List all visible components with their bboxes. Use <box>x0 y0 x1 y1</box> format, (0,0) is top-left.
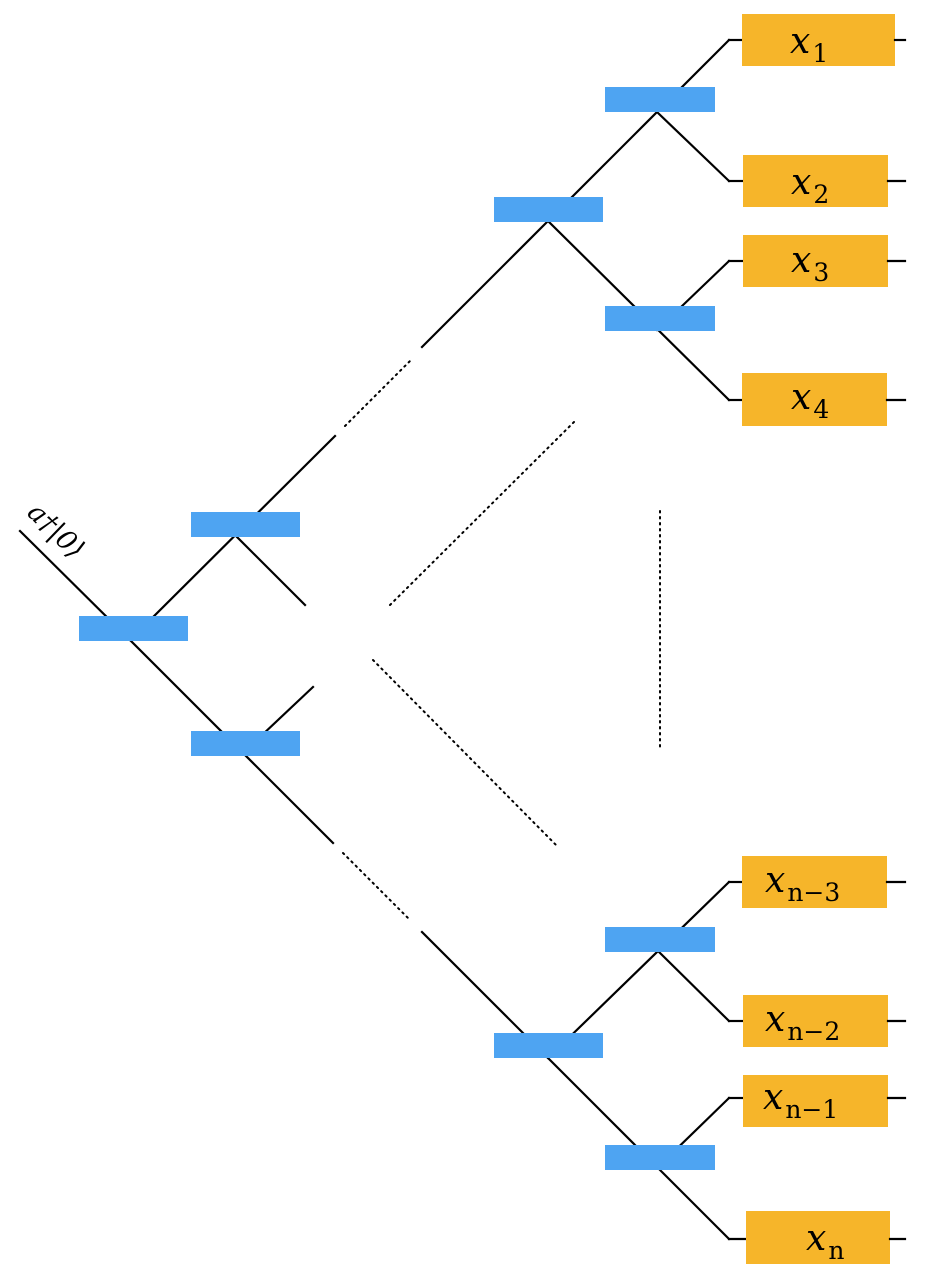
input-label: a†|0⟩ <box>21 497 90 565</box>
gate-level1-lower <box>191 731 300 756</box>
gate-root <box>79 616 188 641</box>
output-var: x <box>791 240 811 281</box>
interior-dots-lower-diagonal <box>372 659 559 848</box>
svg-text:x2: x2 <box>791 162 829 209</box>
output-x1: x1 <box>742 14 907 68</box>
output-x2: x2 <box>743 155 907 209</box>
svg-text:x1: x1 <box>790 21 828 68</box>
xn3-xn2-gate-branch <box>655 948 731 1023</box>
gate-level1-upper <box>191 512 300 537</box>
output-subscript: 3 <box>813 258 829 287</box>
output-xn-1: xn−1 <box>743 1075 907 1127</box>
output-var: x <box>765 860 785 901</box>
upper-subtree-stem <box>420 38 731 349</box>
output-subscript: 1 <box>812 39 828 68</box>
output-x4: x4 <box>742 373 907 426</box>
output-var: x <box>763 1077 783 1118</box>
output-subscript: n−3 <box>787 878 840 907</box>
output-var: x <box>791 377 811 418</box>
svg-text:xn−1: xn−1 <box>763 1077 838 1124</box>
gate-x3-x4 <box>605 306 715 331</box>
output-xn-2: xn−2 <box>743 995 907 1047</box>
lower-trunk-dots <box>342 852 411 921</box>
output-var: x <box>765 999 785 1040</box>
output-subscript: 2 <box>813 180 829 209</box>
output-xn: xn <box>746 1211 907 1265</box>
output-subscript: n−1 <box>785 1095 838 1124</box>
svg-text:xn−3: xn−3 <box>765 860 840 907</box>
output-var: x <box>806 1218 826 1259</box>
output-var: x <box>790 21 810 62</box>
output-xn-3: xn−3 <box>742 856 907 908</box>
gate-upper-subtree <box>494 197 603 222</box>
x1-x2-gate-branch <box>655 110 731 183</box>
output-subscript: n <box>828 1236 844 1265</box>
lower-subtree-branch <box>546 880 731 1060</box>
branch-upper-gate-out <box>234 534 307 607</box>
gate-xn1-xn <box>605 1145 715 1170</box>
gate-x1-x2 <box>605 87 715 112</box>
gate-lower-subtree <box>494 1033 603 1058</box>
svg-text:x3: x3 <box>791 240 829 287</box>
interior-dots-upper-diagonal <box>389 421 575 606</box>
upper-trunk-dots <box>344 359 412 427</box>
trunk-upper-segment <box>128 434 337 642</box>
gate-xn3-xn2 <box>605 927 715 952</box>
lower-subtree-stem <box>420 930 731 1241</box>
output-var: x <box>791 162 811 203</box>
svg-text:xn: xn <box>806 1218 844 1265</box>
output-subscript: 4 <box>813 395 829 424</box>
output-x3: x3 <box>743 235 907 287</box>
svg-text:x4: x4 <box>791 377 829 424</box>
output-subscript: n−2 <box>787 1017 840 1046</box>
svg-text:xn−2: xn−2 <box>765 999 840 1046</box>
